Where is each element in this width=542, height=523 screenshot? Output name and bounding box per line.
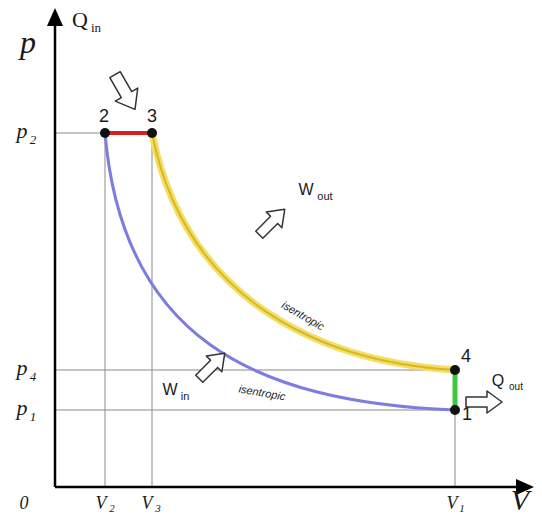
subscript: out [509,382,523,392]
state-number: 2 [99,107,109,125]
axis-value: p [17,397,28,419]
state-number: 1 [462,405,472,423]
origin-label: 0 [20,494,29,512]
compression-curve [105,133,455,410]
axis-value: V [96,494,107,512]
subscript: 2 [30,133,37,146]
flow-arrows [104,68,502,413]
subscript: 4 [30,370,37,383]
subscript: 1 [30,410,37,423]
state-number: 3 [147,107,157,125]
state-points [100,128,460,415]
axis-value: V [447,494,458,512]
axis-value: p [17,357,28,379]
work-symbol: W [298,182,313,198]
subscript: in [91,21,101,34]
heat-addition-line [105,131,152,135]
subscript: in [181,391,190,402]
subscript: 2 [109,503,115,514]
guide-lines [55,133,455,487]
axis-label: V [511,485,529,515]
process-label: isentropic [236,383,288,403]
process-label: isentropic [278,298,328,333]
work-symbol: W [162,382,177,398]
expansion-curve [152,133,455,370]
axis-label: p [20,26,36,58]
axes [47,8,534,495]
expansion-curve-core [152,133,455,370]
state-number: 4 [461,347,471,365]
heat-symbol: Q [72,9,88,31]
subscript: out [317,191,332,202]
heat-symbol: Q [492,373,504,389]
subscript: 1 [459,503,465,514]
subscript: 3 [155,503,161,514]
heat-rejection-line [453,370,458,410]
axis-value: V [142,494,153,512]
axis-value: p [17,120,28,142]
